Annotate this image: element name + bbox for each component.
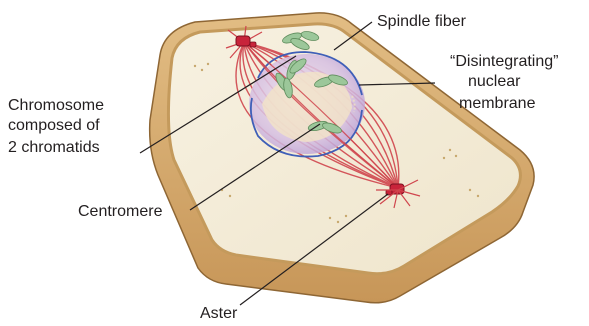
label-spindle-fiber: Spindle fiber bbox=[377, 13, 467, 30]
label-disintegrating: “Disintegrating” bbox=[450, 53, 558, 70]
label-2-chromatids: 2 chromatids bbox=[8, 139, 100, 156]
label-centromere: Centromere bbox=[78, 203, 163, 220]
label-membrane: membrane bbox=[459, 95, 536, 112]
label-composed-of: composed of bbox=[8, 117, 100, 134]
label-nuclear: nuclear bbox=[468, 73, 521, 90]
label-chromosome: Chromosome bbox=[8, 97, 104, 114]
label-aster: Aster bbox=[200, 305, 238, 322]
